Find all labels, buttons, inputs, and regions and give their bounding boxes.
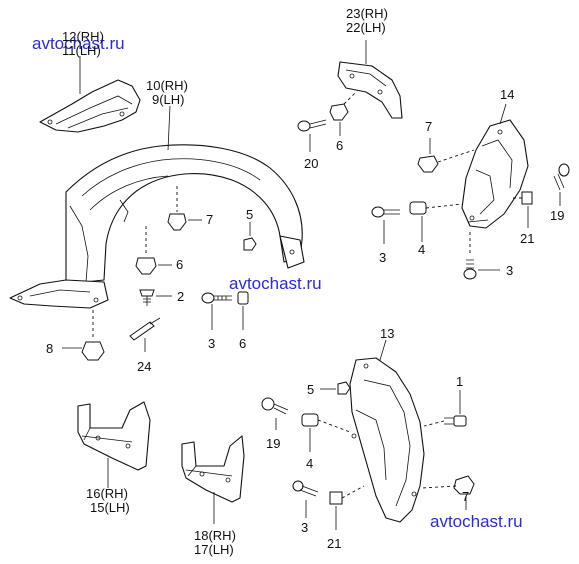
label-22-lh: 22(LH) <box>346 20 386 35</box>
label-21-bottom: 21 <box>327 536 341 551</box>
clip-21-right[interactable] <box>510 191 533 205</box>
under-cover-part[interactable] <box>39 79 141 133</box>
label-4-right: 4 <box>418 242 425 257</box>
label-17-lh: 17(LH) <box>194 542 234 557</box>
pushpin-2[interactable] <box>139 289 155 306</box>
label-9-lh: 9(LH) <box>152 92 185 107</box>
label-3-center: 3 <box>208 336 215 351</box>
wheel-guard-part[interactable] <box>9 144 305 309</box>
label-24: 24 <box>137 359 151 374</box>
watermark-top-left: avtochast.ru <box>32 34 125 53</box>
screw-19-lower[interactable] <box>261 397 289 415</box>
clip-6-left[interactable] <box>135 226 157 275</box>
label-5-lower: 5 <box>307 382 314 397</box>
label-20: 20 <box>304 156 318 171</box>
label-13: 13 <box>380 326 394 341</box>
label-5-center: 5 <box>246 207 253 222</box>
label-14: 14 <box>500 87 514 102</box>
label-3-right: 3 <box>379 250 386 265</box>
label-16-rh: 16(RH) <box>86 486 128 501</box>
label-7-left: 7 <box>206 212 213 227</box>
label-6-right: 6 <box>336 138 343 153</box>
screw-19-right[interactable] <box>553 163 570 191</box>
clip-7-right-top[interactable] <box>417 149 475 173</box>
rivet-24[interactable] <box>129 317 161 341</box>
label-3-lower: 3 <box>506 263 513 278</box>
clip-7-left[interactable] <box>167 186 187 231</box>
label-1: 1 <box>456 374 463 389</box>
mud-flap-18-17[interactable] <box>181 435 245 503</box>
splash-guard-14[interactable] <box>461 119 529 229</box>
label-15-lh: 15(LH) <box>90 500 130 515</box>
screw-20[interactable] <box>297 119 327 132</box>
clip-7-right-lower[interactable] <box>421 475 475 495</box>
label-4-lower: 4 <box>306 456 313 471</box>
collar-6-center[interactable] <box>237 291 249 305</box>
bracket-part[interactable] <box>337 61 403 119</box>
label-10-rh: 10(RH) <box>146 78 188 93</box>
label-8: 8 <box>46 341 53 356</box>
clip-6-right[interactable] <box>329 91 357 121</box>
clip-21-bottom[interactable] <box>329 485 365 505</box>
label-12-rh: 12(RH) <box>62 29 104 44</box>
label-2: 2 <box>177 289 184 304</box>
screw-3-center[interactable] <box>201 292 232 304</box>
collar-4-lower[interactable] <box>301 413 351 433</box>
label-18-rh: 18(RH) <box>194 528 236 543</box>
screw-3-lower[interactable] <box>463 232 477 280</box>
watermark-bottom-right: avtochast.ru <box>430 512 523 531</box>
collar-4-right[interactable] <box>409 201 463 215</box>
screw-3-bottom[interactable] <box>292 480 319 497</box>
label-7-right-lower: 7 <box>462 489 469 504</box>
label-21-right: 21 <box>520 231 534 246</box>
watermark-center: avtochast.ru <box>229 274 322 293</box>
label-6-left: 6 <box>176 257 183 272</box>
label-19-right: 19 <box>550 208 564 223</box>
nut-5-center[interactable] <box>243 237 257 251</box>
screw-3-right[interactable] <box>371 206 400 218</box>
label-11-lh: 11(LH) <box>62 43 101 58</box>
mud-flap-16-15[interactable] <box>77 401 151 471</box>
label-19-lower: 19 <box>266 436 280 451</box>
wheel-liner-13[interactable] <box>349 357 425 523</box>
label-7-right-top: 7 <box>425 119 432 134</box>
bolt-1[interactable] <box>423 415 467 427</box>
label-6-center: 6 <box>239 336 246 351</box>
clip-8[interactable] <box>81 310 105 361</box>
label-3-bottom: 3 <box>301 520 308 535</box>
label-23-rh: 23(RH) <box>346 6 388 21</box>
nut-5-lower[interactable] <box>337 381 351 395</box>
